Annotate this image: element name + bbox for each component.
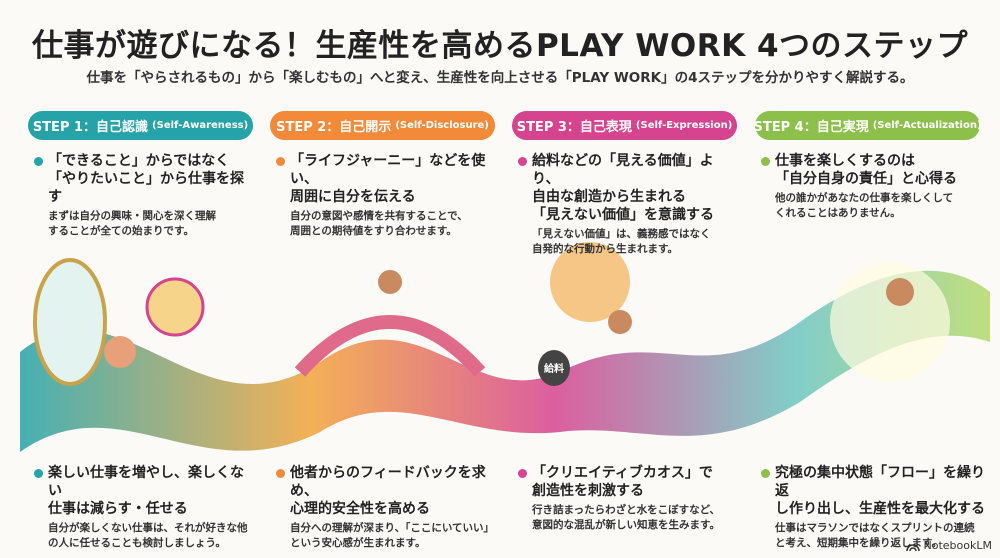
bullet-icon [518,157,527,166]
point-description: 仕事はマラソンではなくスプリントの連続 と考え、短期集中を繰り返します。 [775,522,975,549]
step-4-top-point: 仕事を楽しくするのは 「自分自身の責任」と心得る他の誰かがあなたの仕事を楽しくし… [755,152,980,221]
person-step4 [886,278,914,306]
step-2-bottom-point: 他者からのフィードバックを求め、 心理的安全性を高める自分への理解が深まり、「こ… [270,452,495,551]
notebooklm-branding: NotebookLM [905,539,992,552]
point-description: 自分への理解が深まり、「ここにいていい」 という安心感が生まれます。 [290,522,495,549]
step-4-pill: STEP 4：自己実現(Self-Actualization) [753,111,982,140]
money-bag-label: 給料 [544,362,564,375]
burst-ideas [550,242,630,322]
point-heading: 楽しい仕事を増やし、楽しくない 仕事は減らす・任せる [48,465,244,517]
step-3-en: (Self-Expression) [635,120,733,131]
step-2-top-point: 「ライフジャーニー」などを使い、 周囲に自分を伝える自分の意図や感情を共有するこ… [270,152,495,239]
bullet-icon [276,469,285,478]
mirror [33,258,107,386]
branding-text: NotebookLM [923,539,992,552]
step-4-column: STEP 4：自己実現(Self-Actualization) 仕事を楽しくする… [753,111,982,221]
point-description: 「見えない価値」は、義務感ではなく 自発的な行動から生まれます。 [532,228,711,255]
notebooklm-logo-icon [905,543,920,551]
point-heading: 「できること」からではなく 「やりたいこと」から仕事を探す [48,153,244,205]
point-description: 自分が楽しくない仕事は、それが好きな他 の人に任せることも検討しましょう。 [48,522,248,549]
point-description: まずは自分の興味・関心を深く理解 することが全ての始まりです。 [48,210,216,237]
step-4-label: STEP 4：自己実現 [753,120,869,135]
step-1-pill: STEP 1：自己認識(Self-Awareness) [28,111,253,140]
point-description: 自分の意図や感情を共有することで、 周囲との期待値をすり合わせます。 [290,210,468,237]
bullet-icon [518,469,527,478]
money-bag [538,350,570,386]
point-description: 他の誰かがあなたの仕事を楽しくして くれることはありません。 [775,192,954,219]
bullet-icon [276,157,285,166]
bridge [294,315,486,377]
point-heading: 「ライフジャーニー」などを使い、 周囲に自分を伝える [290,153,486,205]
step-1-en: (Self-Awareness) [152,120,249,131]
point-heading: 「クリエイティブカオス」で 創造性を刺激する [532,465,713,499]
step-2-label: STEP 2：自己開示 [276,120,392,135]
step-1-top-point: 「できること」からではなく 「やりたいこと」から仕事を探すまずは自分の興味・関心… [28,152,253,239]
bullet-icon [34,469,43,478]
step-4-en: (Self-Actualization) [872,120,982,131]
step-1-column: STEP 1：自己認識(Self-Awareness) 「できること」からではな… [28,111,253,239]
step-3-top-point: 給料などの「見える価値」より、 自由な創造から生まれる 「見えない価値」を意識す… [512,152,737,257]
point-heading: 他者からのフィードバックを求め、 心理的安全性を高める [290,465,486,517]
step-2-pill: STEP 2：自己開示(Self-Disclosure) [270,111,495,140]
step-4-bottom-point: 究極の集中状態「フロー」を繰り返 し作り出し、生産性を最大化する仕事はマラソンで… [755,452,995,551]
step-1-bottom-point: 楽しい仕事を増やし、楽しくない 仕事は減らす・任せる自分が楽しくない仕事は、それ… [28,452,253,551]
point-description: 行き詰まったらわざと水をこぼすなど、 意図的な混乱が新しい知恵を生みます。 [532,504,721,531]
step-3-column: STEP 3：自己表現(Self-Expression) 給料などの「見える価値… [512,111,737,257]
flow-illustration: 給料 [20,242,990,452]
person-step1 [104,336,136,368]
bullet-icon [761,469,770,478]
step-3-pill: STEP 3：自己表現(Self-Expression) [512,111,737,140]
step-3-label: STEP 3：自己表現 [516,120,632,135]
step-2-en: (Self-Disclosure) [395,120,489,131]
wave-band [20,270,990,452]
person-step2 [378,270,402,294]
bullet-icon [34,157,43,166]
point-heading: 給料などの「見える価値」より、 自由な創造から生まれる 「見えない価値」を意識す… [532,153,714,223]
point-heading: 究極の集中状態「フロー」を繰り返 し作り出し、生産性を最大化する [775,465,985,517]
step-3-bottom-point: 「クリエイティブカオス」で 創造性を刺激する行き詰まったらわざと水をこぼすなど、… [512,452,737,533]
compass-icon [145,277,205,337]
page-title: 仕事が遊びになる！生産性を高めるPLAY WORK 4つのステップ [31,28,969,64]
bullet-icon [761,157,770,166]
person-step3 [608,310,632,334]
point-heading: 仕事を楽しくするのは 「自分自身の責任」と心得る [775,153,957,187]
step-2-column: STEP 2：自己開示(Self-Disclosure) 「ライフジャーニー」な… [270,111,495,239]
page-subtitle: 仕事を「やらされるもの」から「楽しむもの」へと変え、生産性を向上させる「PLAY… [86,70,914,86]
light-glow [830,262,950,382]
step-1-label: STEP 1：自己認識 [32,120,149,135]
